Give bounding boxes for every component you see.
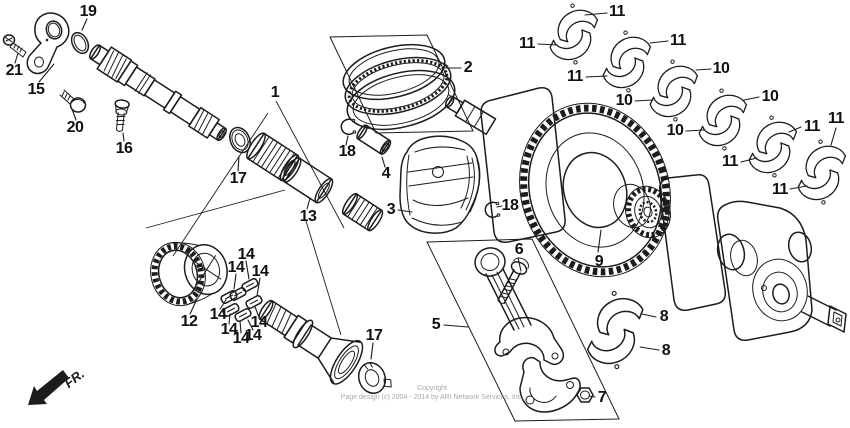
callout-part-14[interactable]: 14 [251,263,269,280]
callout-part-15[interactable]: 15 [27,81,45,98]
callout-part-8[interactable]: 8 [659,308,669,325]
callout-part-11[interactable]: 11 [722,153,738,170]
piston-pin-4-drawing [356,124,392,155]
balancer-shaft-lower-drawing [258,299,364,385]
callout-part-6[interactable]: 6 [514,241,524,258]
bolt-16-drawing [114,99,130,132]
bolt-21-drawing [2,34,27,58]
fr-label: FR. [61,366,87,391]
callout-part-11[interactable]: 11 [804,118,820,135]
bushing-13-drawing [282,157,334,204]
balancer-gear-12-drawing [150,241,228,307]
callout-part-14[interactable]: 14 [244,327,262,344]
balancer-shaft-upper-drawing [88,44,227,142]
o-ring-19-drawing [70,31,90,55]
callout-part-14[interactable]: 14 [220,321,238,338]
callout-part-10[interactable]: 10 [615,92,633,109]
callout-part-2[interactable]: 2 [463,59,473,76]
callout-part-21[interactable]: 21 [5,62,23,79]
callout-part-8[interactable]: 8 [661,342,671,359]
callout-part-11[interactable]: 11 [828,110,844,127]
callout-part-11[interactable]: 11 [609,3,625,20]
balancer-link-15-drawing [26,12,70,75]
copyright-line-2: Page design (c) 2004 - 2014 by ARI Netwo… [340,394,524,401]
callout-part-12[interactable]: 12 [180,313,198,330]
callout-part-4[interactable]: 4 [381,165,391,182]
callout-leader-lines [14,12,837,398]
circlip-18-right-drawing [484,201,501,219]
callout-part-20[interactable]: 20 [66,119,84,136]
washer-17-upper-drawing [229,126,251,154]
damper-rubbers-14-drawing [220,278,263,322]
piston-ring-set-2-drawing [342,43,456,131]
rod-bolt-6-drawing [497,257,529,304]
crankshaft-9-drawing [444,86,847,342]
copyright-line-1: Copyright [417,385,447,392]
circlip-18-left-drawing [340,118,357,136]
callout-part-18[interactable]: 18 [338,143,356,160]
callout-part-19[interactable]: 19 [79,3,97,20]
callout-part-11[interactable]: 11 [567,68,583,85]
callout-part-18[interactable]: 18 [501,197,519,214]
callout-part-17[interactable]: 17 [229,170,247,187]
callout-part-5[interactable]: 5 [431,316,441,333]
bolt-20-drawing [59,89,87,113]
piston-3-drawing [399,135,481,234]
rod-cap-drawing [519,356,581,413]
needle-bearing-1-small-drawing [341,192,384,232]
callout-part-14[interactable]: 14 [232,330,250,347]
callout-part-9[interactable]: 9 [594,253,604,270]
rod-bearing-shells-8-drawing [584,282,648,378]
callout-part-1[interactable]: 1 [270,84,280,101]
callout-part-10[interactable]: 10 [712,60,730,77]
washer-17-lower-drawing [357,361,392,394]
fr-orientation-marker: FR. [28,366,87,405]
callout-part-11[interactable]: 11 [670,32,686,49]
fr-arrow-icon [28,370,69,405]
callout-part-11[interactable]: 11 [772,181,788,198]
callout-part-10[interactable]: 10 [761,88,779,105]
callout-part-3[interactable]: 3 [386,201,396,218]
callout-part-13[interactable]: 13 [299,208,317,225]
callout-part-7[interactable]: 7 [597,389,607,406]
callout-part-14[interactable]: 14 [250,314,268,331]
callout-part-17[interactable]: 17 [365,327,383,344]
needle-bearing-1-large-drawing [246,132,300,182]
callout-part-14[interactable]: 14 [227,259,245,276]
connecting-rod-box-5 [426,238,620,422]
nut-7-drawing [576,387,594,403]
callout-part-11[interactable]: 11 [519,35,535,52]
callout-part-16[interactable]: 16 [115,140,133,157]
callout-part-14[interactable]: 14 [237,246,255,263]
callout-part-10[interactable]: 10 [666,122,684,139]
ring-set-box-2 [329,34,474,134]
callout-part-14[interactable]: 14 [209,306,227,323]
